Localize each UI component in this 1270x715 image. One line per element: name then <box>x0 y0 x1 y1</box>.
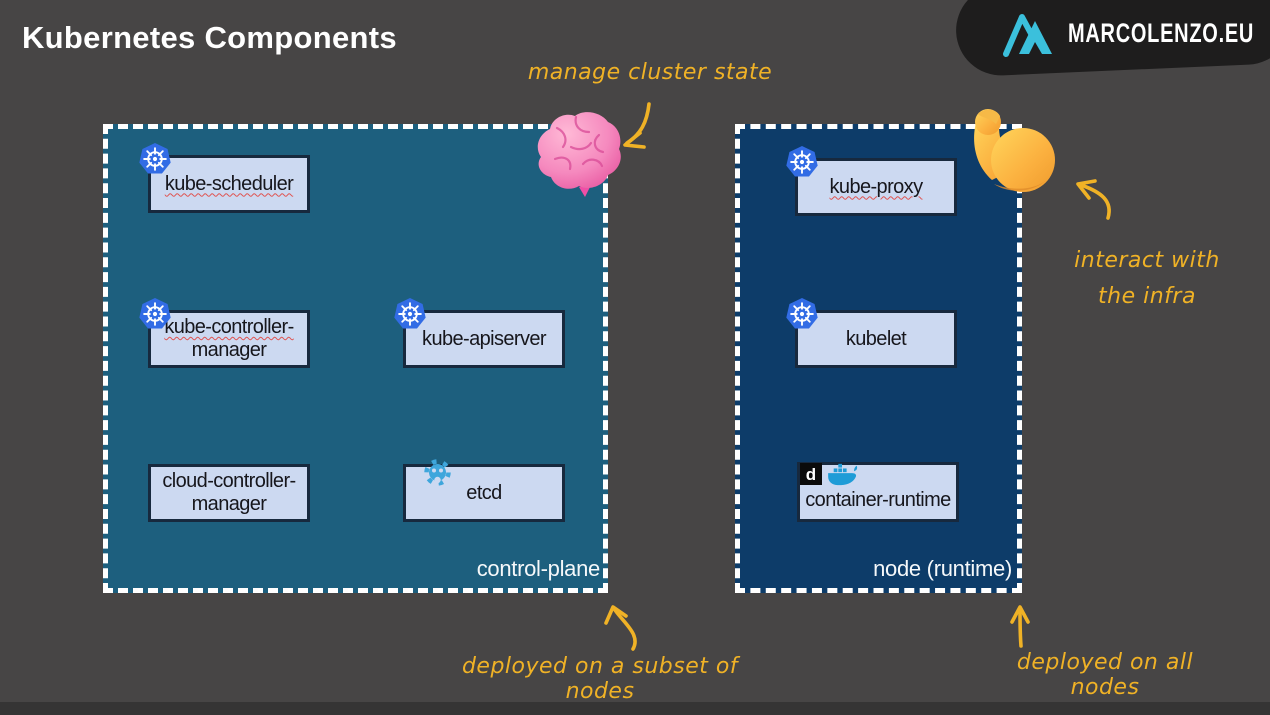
component-label: kube-scheduler <box>164 172 294 195</box>
component-label: kube-proxy <box>829 175 924 198</box>
annotation-interact-line2: the infra <box>1098 284 1196 309</box>
arrow-all-to-node <box>1018 608 1023 648</box>
component-label: container-runtime <box>805 488 951 511</box>
component-kube-scheduler: kube-scheduler <box>148 155 310 213</box>
component-kube-apiserver: kube-apiserver <box>403 310 565 368</box>
brain-emoji <box>537 112 621 197</box>
kubernetes-icon <box>138 142 172 175</box>
kubernetes-icon <box>393 297 427 330</box>
page-title: Kubernetes Components <box>22 20 397 55</box>
control-plane-label: control-plane <box>476 556 601 581</box>
component-label-line2: manager <box>191 339 267 361</box>
docker-d-letter: d <box>805 465 817 484</box>
arrow-subset-to-control-plane <box>613 608 637 651</box>
brand-logo-text: MARCOLENZO.EU <box>1068 17 1255 48</box>
etcd-gear-icon <box>424 459 451 486</box>
component-label-line2: manager <box>191 493 267 515</box>
annotation-deployed-subset: deployed on a subset of nodes <box>461 654 739 704</box>
arrow-manage-to-brain <box>625 102 651 145</box>
bottom-shadow <box>0 702 1270 715</box>
docker-whale-icon <box>828 463 858 486</box>
kubernetes-icon <box>138 297 172 330</box>
node-runtime-label: node (runtime) <box>873 556 1012 581</box>
kubernetes-icon <box>785 297 819 330</box>
mountain-m-logo-icon <box>1003 14 1052 57</box>
annotation-manage-cluster-state: manage cluster state <box>527 60 773 85</box>
kubernetes-icon <box>785 145 819 178</box>
component-cloud-controller-manager: cloud-controller- manager <box>148 464 310 522</box>
component-kube-controller-manager: kube-controller- manager <box>148 310 310 368</box>
component-label: cloud-controller- <box>162 470 296 492</box>
component-kubelet: kubelet <box>795 310 957 368</box>
flexed-biceps-emoji <box>974 109 1055 192</box>
component-label: kube-apiserver <box>422 327 546 350</box>
component-label: etcd <box>466 481 502 504</box>
brand-logo: MARCOLENZO.EU <box>1002 8 1270 58</box>
component-container-runtime: container-runtime <box>797 462 959 522</box>
component-label: kubelet <box>845 327 907 350</box>
docker-d-icon: d <box>800 463 822 485</box>
annotation-deployed-all: deployed on all nodes <box>1016 650 1194 700</box>
annotation-interact-line1: interact with <box>1074 248 1220 273</box>
component-kube-proxy: kube-proxy <box>795 158 957 216</box>
component-label: kube-controller- <box>164 316 294 338</box>
arrow-interact-to-bicep <box>1079 183 1111 220</box>
